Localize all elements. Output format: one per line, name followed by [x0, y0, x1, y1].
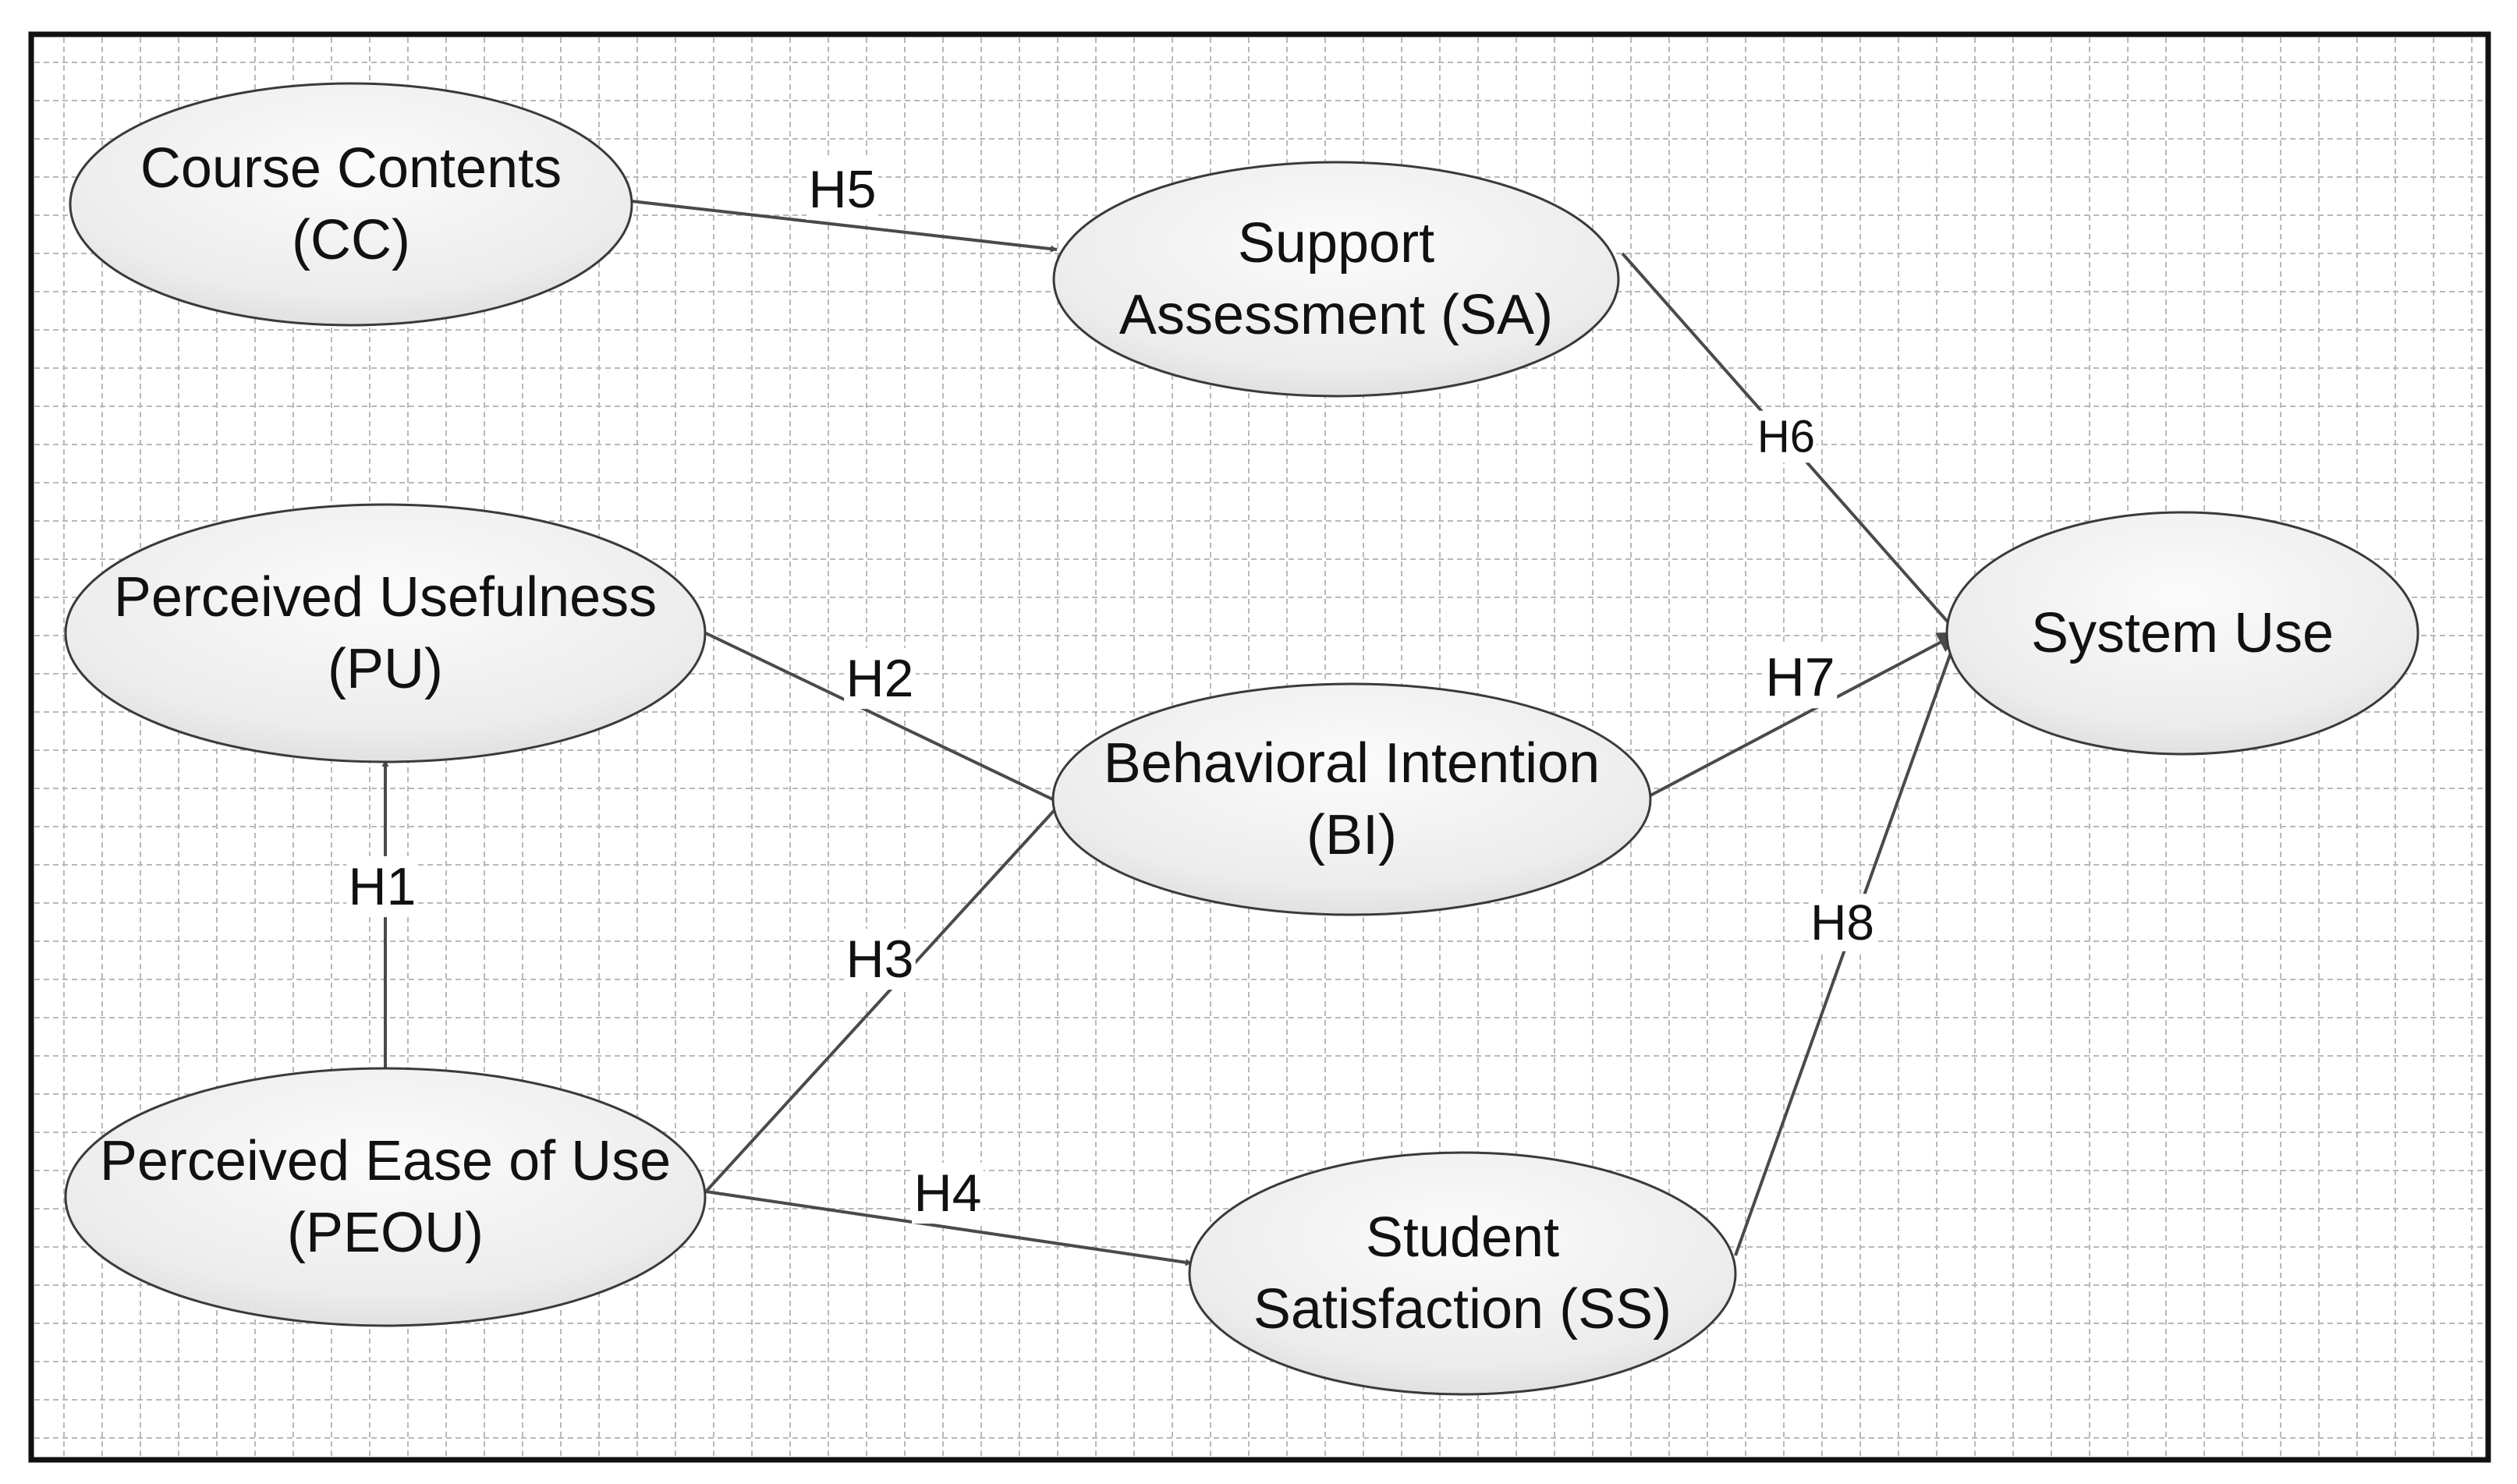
edge-h5-arrow	[631, 200, 1058, 253]
node-su-ellipse	[1945, 511, 2420, 756]
node-ss-ellipse	[1188, 1151, 1737, 1396]
node-bi: Behavioral Intention (BI)	[1051, 682, 1652, 916]
node-bi-label-line: (BI)	[1306, 804, 1397, 866]
node-ss-label-line: Satisfaction (SS)	[1253, 1278, 1672, 1341]
edge-label-background	[1808, 894, 1877, 951]
node-su-label-line: System Use	[2031, 602, 2334, 664]
node-cc-label-line: Course Contents	[140, 137, 562, 200]
node-sa-ellipse	[1052, 161, 1620, 398]
node-sa-label-line: Support	[1238, 212, 1434, 274]
edge-label-background	[844, 928, 916, 990]
edge-label-h5: H5	[809, 160, 877, 219]
edge-label-background	[346, 855, 418, 918]
edge-h7-arrow	[1650, 632, 1960, 797]
node-peou-label-line: (PEOU)	[287, 1202, 484, 1264]
node-cc-ellipse	[69, 82, 633, 327]
node-cc-label-line: (CC)	[292, 209, 410, 271]
edge-label-background	[912, 1162, 984, 1224]
node-sa-label-line: Assessment (SA)	[1119, 284, 1553, 346]
node-bi-label-line: Behavioral Intention	[1104, 732, 1600, 795]
edge-h4-arrow	[705, 1190, 1193, 1266]
node-pu-label-line: Perceived Usefulness	[114, 566, 657, 629]
edge-h2-arrow	[705, 632, 1062, 805]
node-pu-ellipse	[64, 503, 707, 763]
edge-label-h7: H7	[1765, 646, 1835, 707]
node-cc: Course Contents (CC)	[69, 82, 633, 327]
edge-label-background	[807, 158, 878, 221]
edge-label-h3: H3	[846, 930, 914, 989]
node-su: System Use	[1945, 511, 2420, 756]
edge-label-h8: H8	[1810, 894, 1874, 951]
edge-label-h4: H4	[914, 1163, 982, 1223]
node-bi-ellipse	[1051, 682, 1652, 916]
edge-label-h1: H1	[349, 857, 417, 916]
node-ss-label-line: Student	[1366, 1206, 1559, 1269]
node-peou-ellipse	[64, 1067, 707, 1327]
node-peou-label-line: Perceived Ease of Use	[100, 1130, 671, 1192]
edge-label-background	[1763, 645, 1838, 709]
edge-label-background	[844, 647, 916, 710]
edge-label-h6: H6	[1757, 412, 1815, 462]
edge-h3-arrow	[704, 802, 1062, 1193]
edge-label-background	[1755, 410, 1817, 463]
edge-label-h2: H2	[846, 649, 914, 708]
node-peou: Perceived Ease of Use (PEOU)	[64, 1067, 707, 1327]
node-pu-label-line: (PU)	[328, 638, 443, 700]
node-pu: Perceived Usefulness (PU)	[64, 503, 707, 763]
